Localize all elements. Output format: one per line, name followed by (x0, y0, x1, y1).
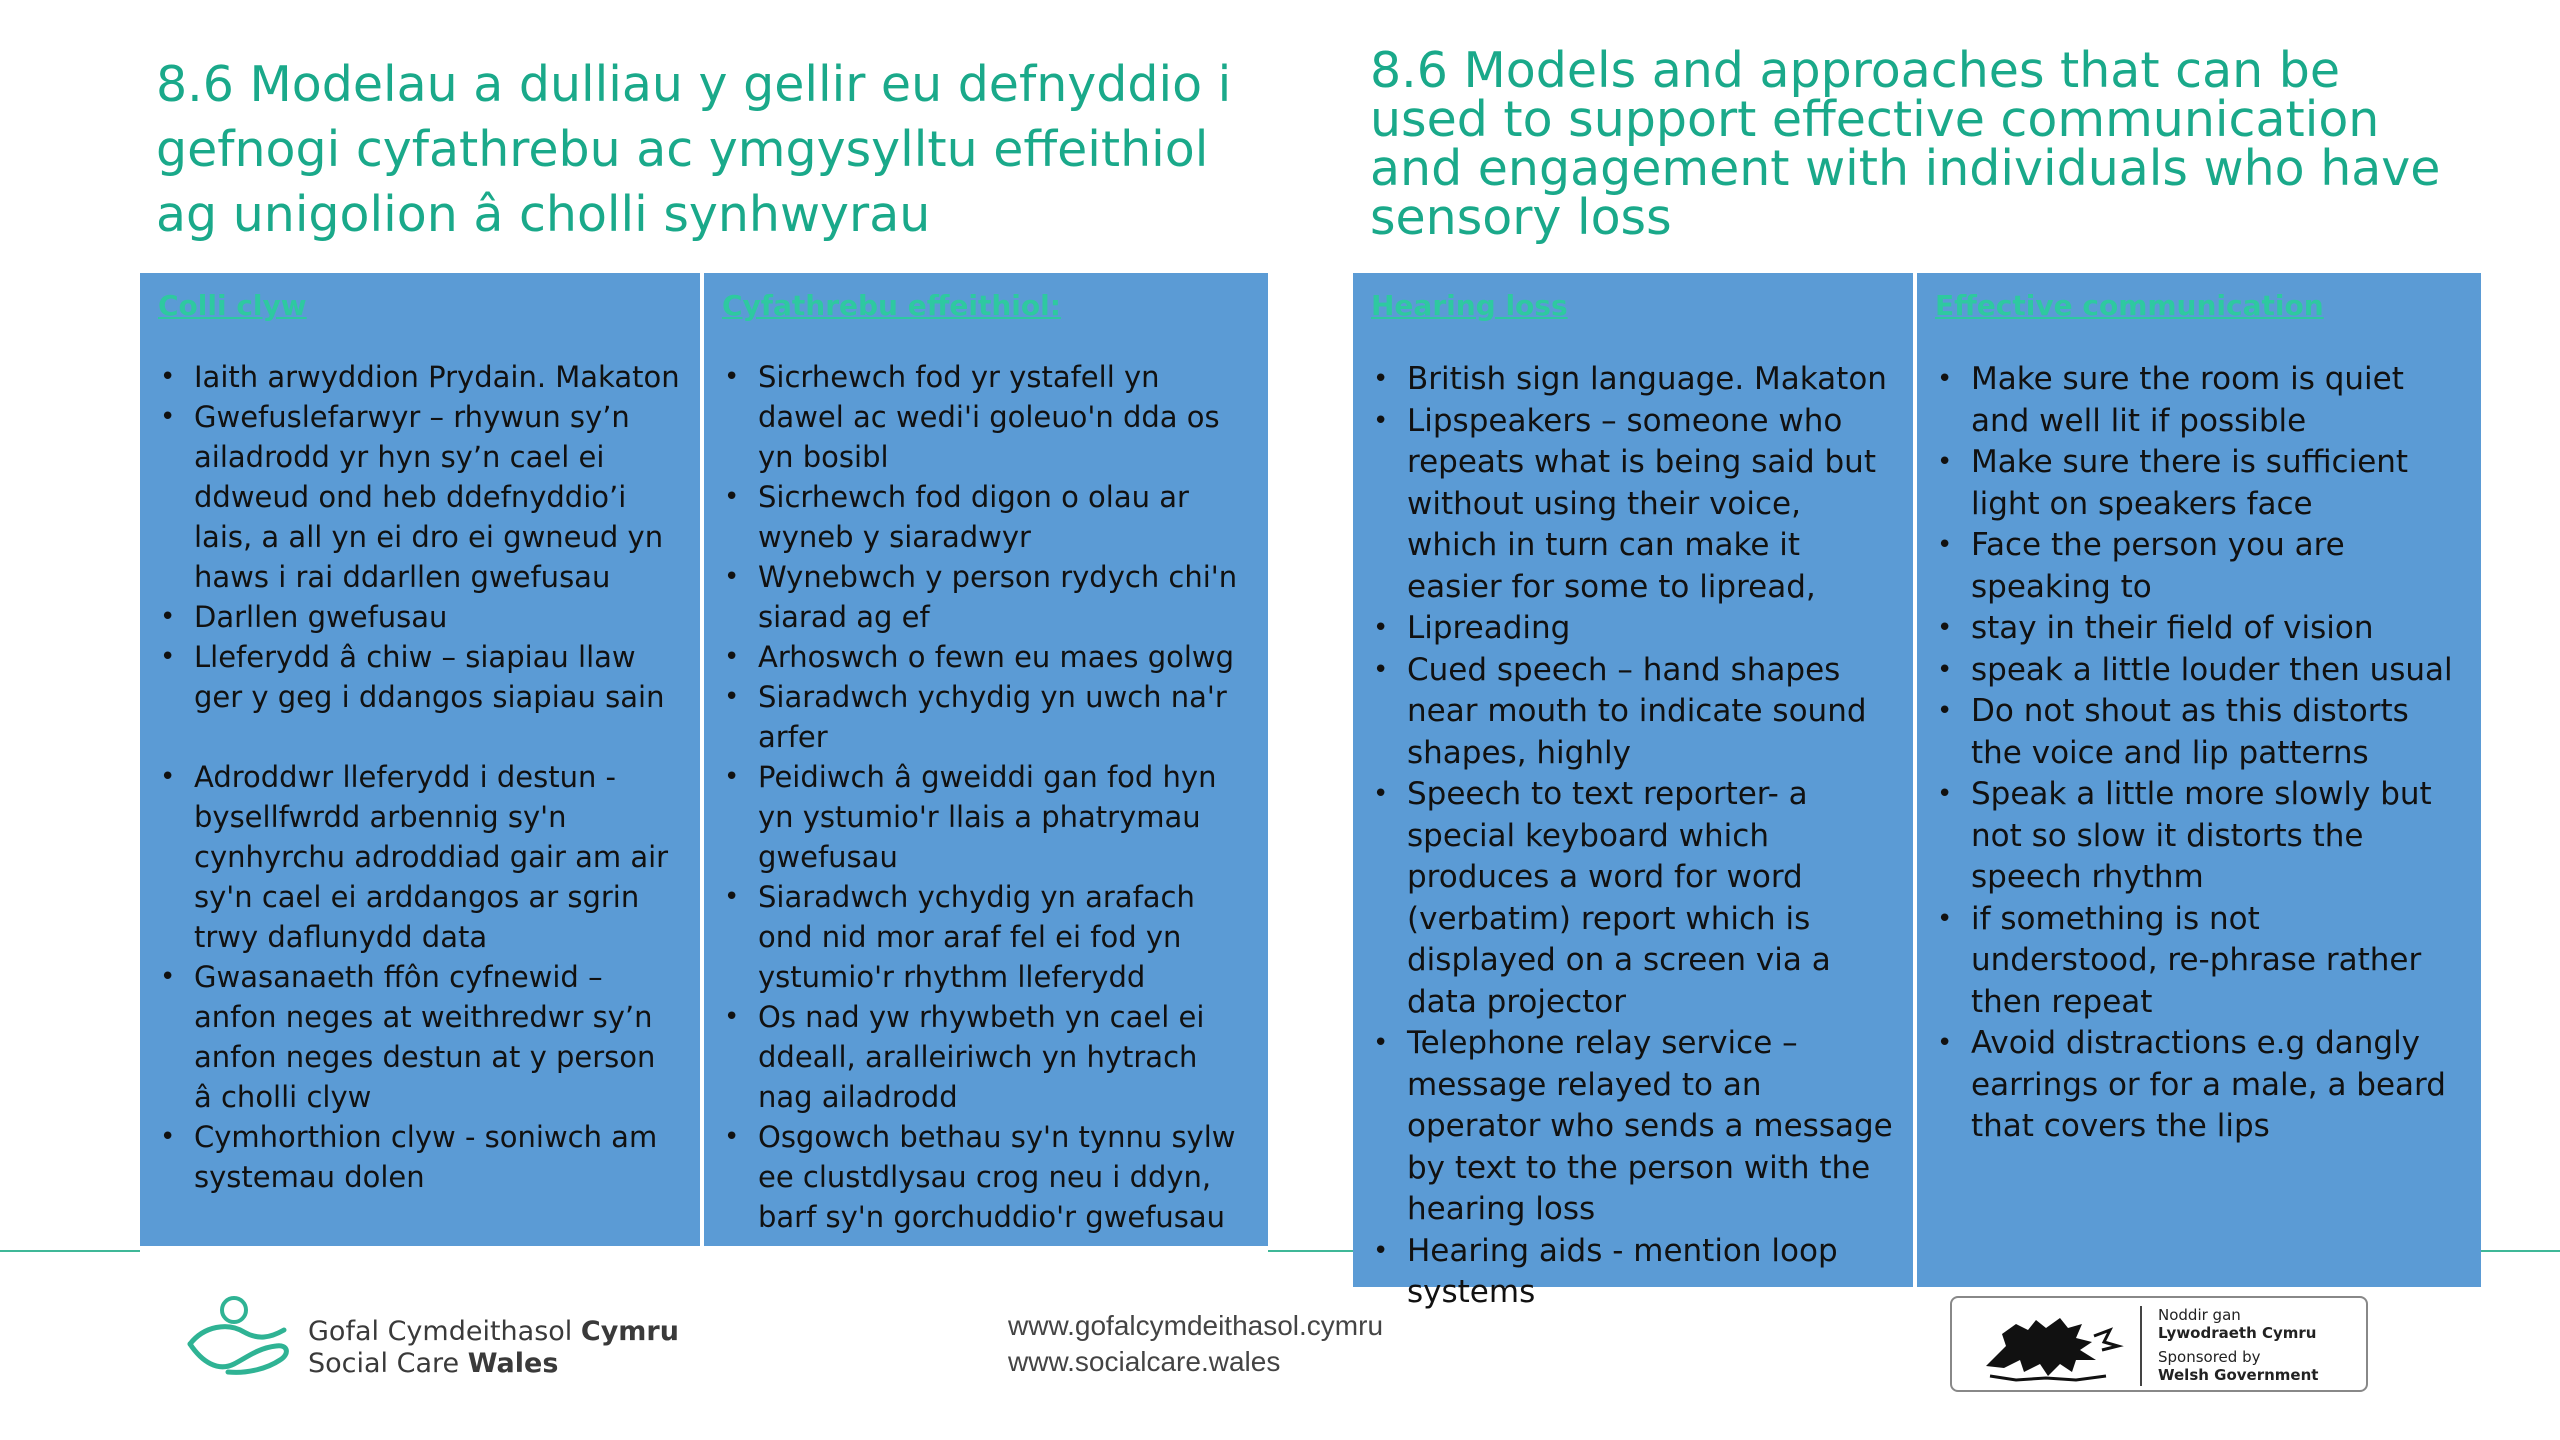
list-item: speak a little louder then usual (1935, 650, 2455, 692)
sponsor-divider (2140, 1306, 2142, 1386)
url-english-link[interactable]: www.socialcare.wales (1008, 1346, 1281, 1377)
page-title-welsh: 8.6 Modelau a dulliau y gellir eu defnyd… (156, 56, 1232, 243)
divider-line-right (2481, 1250, 2560, 1252)
list-item: British sign language. Makaton (1371, 359, 1895, 401)
welsh-effective-communication-column: Cyfathrebu effeithiol: Sicrhewch fod yr … (700, 273, 1260, 1246)
list-item: Speech to text reporter- a special keybo… (1371, 774, 1895, 1023)
list-item: Arhoswch o fewn eu maes golwg (722, 637, 1242, 677)
list-item: Siaradwch ychydig yn uwch na'r arfer (722, 677, 1242, 757)
list-item: Telephone relay service – message relaye… (1371, 1023, 1895, 1231)
english-hearing-loss-list: British sign language. Makaton Lipspeake… (1371, 359, 1895, 1314)
welsh-effective-communication-list: Sicrhewch fod yr ystafell yn dawel ac we… (722, 357, 1242, 1237)
list-item: Do not shout as this distorts the voice … (1935, 691, 2455, 774)
welsh-hearing-loss-heading: Colli clyw (158, 289, 307, 322)
list-item: Wynebwch y person rydych chi'n siarad ag… (722, 557, 1242, 637)
list-item: Make sure there is sufficient light on s… (1935, 442, 2455, 525)
list-item: Avoid distractions e.g dangly earrings o… (1935, 1023, 2455, 1148)
english-hearing-loss-heading: Hearing loss (1371, 289, 1568, 322)
english-effective-communication-heading: Effective communication (1935, 289, 2324, 322)
list-item: Lipreading (1371, 608, 1895, 650)
list-item: Hearing aids - mention loop systems (1371, 1231, 1895, 1314)
list-item: Make sure the room is quiet and well lit… (1935, 359, 2455, 442)
list-item: Cued speech – hand shapes near mouth to … (1371, 650, 1895, 775)
social-care-wales-mark-icon (187, 1296, 289, 1375)
welsh-hearing-loss-column: Colli clyw Iaith arwyddion Prydain. Maka… (140, 273, 700, 1246)
list-item: Gwasanaeth ffôn cyfnewid – anfon neges a… (158, 957, 682, 1117)
url-welsh-link[interactable]: www.gofalcymdeithasol.cymru (1008, 1310, 1384, 1341)
logo-name-english: Social Care Wales (308, 1348, 559, 1379)
english-content-panel: Hearing loss British sign language. Maka… (1353, 273, 2481, 1310)
list-item: Darllen gwefusau (158, 597, 682, 637)
list-item: Cymhorthion clyw - soniwch am systemau d… (158, 1117, 682, 1197)
list-item: Peidiwch â gweiddi gan fod hyn yn ystumi… (722, 757, 1242, 877)
welsh-government-sponsor-logo: Noddir gan Lywodraeth Cymru Sponsored by… (1950, 1296, 2368, 1392)
welsh-dragon-icon (1986, 1318, 2124, 1382)
list-item: Sicrhewch fod yr ystafell yn dawel ac we… (722, 357, 1242, 477)
divider-line-left (0, 1250, 140, 1252)
list-item: Os nad yw rhywbeth yn cael ei ddeall, ar… (722, 997, 1242, 1117)
list-item: if something is not understood, re-phras… (1935, 899, 2455, 1024)
list-item: Lipspeakers – someone who repeats what i… (1371, 401, 1895, 609)
list-item: Face the person you are speaking to (1935, 525, 2455, 608)
welsh-effective-communication-heading: Cyfathrebu effeithiol: (722, 289, 1061, 322)
list-item: stay in their field of vision (1935, 608, 2455, 650)
sponsor-label-welsh: Noddir gan (2158, 1306, 2241, 1324)
english-hearing-loss-column: Hearing loss British sign language. Maka… (1353, 273, 1913, 1310)
divider-line-middle (1268, 1250, 1353, 1252)
english-effective-communication-list: Make sure the room is quiet and well lit… (1935, 359, 2455, 1148)
welsh-hearing-loss-list: Iaith arwyddion Prydain. Makaton Gwefusl… (158, 357, 682, 1197)
list-item: Iaith arwyddion Prydain. Makaton (158, 357, 682, 397)
list-item: Siaradwch ychydig yn arafach ond nid mor… (722, 877, 1242, 997)
welsh-content-panel: Colli clyw Iaith arwyddion Prydain. Maka… (140, 273, 1268, 1246)
list-item: Lleferydd â chiw – siapiau llaw ger y ge… (158, 637, 682, 717)
list-item: Gwefuslefarwyr – rhywun sy’n ailadrodd y… (158, 397, 682, 597)
website-urls: www.gofalcymdeithasol.cymru www.socialca… (1008, 1308, 1383, 1380)
sponsor-name-welsh: Lywodraeth Cymru (2158, 1324, 2317, 1342)
list-item: Sicrhewch fod digon o olau ar wyneb y si… (722, 477, 1242, 557)
social-care-wales-logo: Gofal Cymdeithasol Cymru Social Care Wal… (184, 1292, 704, 1382)
page-title-english: 8.6 Models and approaches that can be us… (1370, 42, 2441, 246)
sponsor-label-english: Sponsored by (2158, 1348, 2261, 1366)
list-item: Osgowch bethau sy'n tynnu sylw ee clustd… (722, 1117, 1242, 1237)
english-effective-communication-column: Effective communication Make sure the ro… (1913, 273, 2473, 1287)
list-item: Speak a little more slowly but not so sl… (1935, 774, 2455, 899)
logo-name-welsh: Gofal Cymdeithasol Cymru (308, 1316, 679, 1347)
list-item: Adroddwr lleferydd i destun - bysellfwrd… (158, 757, 682, 957)
sponsor-name-english: Welsh Government (2158, 1366, 2319, 1384)
